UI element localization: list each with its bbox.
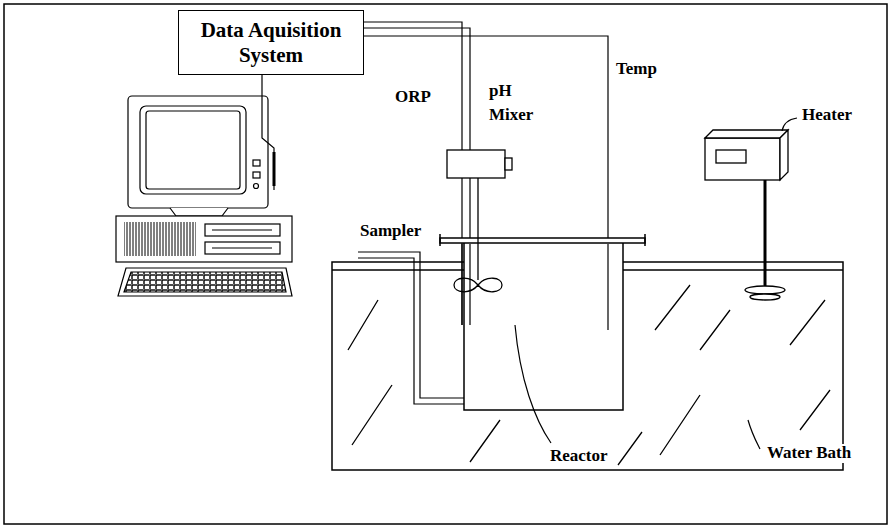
leader-lines: [515, 118, 797, 449]
frame: [4, 4, 887, 524]
data-cable: [262, 65, 274, 190]
heater: [705, 130, 788, 300]
reactor-vessel: [440, 234, 645, 410]
signal-label: pH: [487, 82, 514, 101]
part-label: Water Bath: [765, 444, 853, 463]
mixer: [447, 150, 512, 292]
acquisition-box: Data Aquisition System: [178, 10, 364, 75]
cable-plug: [273, 152, 276, 186]
box-label: Data Aquisition System: [185, 18, 357, 66]
part-label: Heater: [800, 106, 854, 125]
part-label: Reactor: [548, 447, 610, 466]
part-label: Sampler: [358, 222, 423, 241]
computer: [116, 96, 292, 296]
signal-label: ORP: [393, 88, 433, 107]
part-label: Mixer: [487, 106, 535, 125]
sampler-tube: [358, 252, 464, 404]
signal-label: Temp: [614, 60, 659, 79]
